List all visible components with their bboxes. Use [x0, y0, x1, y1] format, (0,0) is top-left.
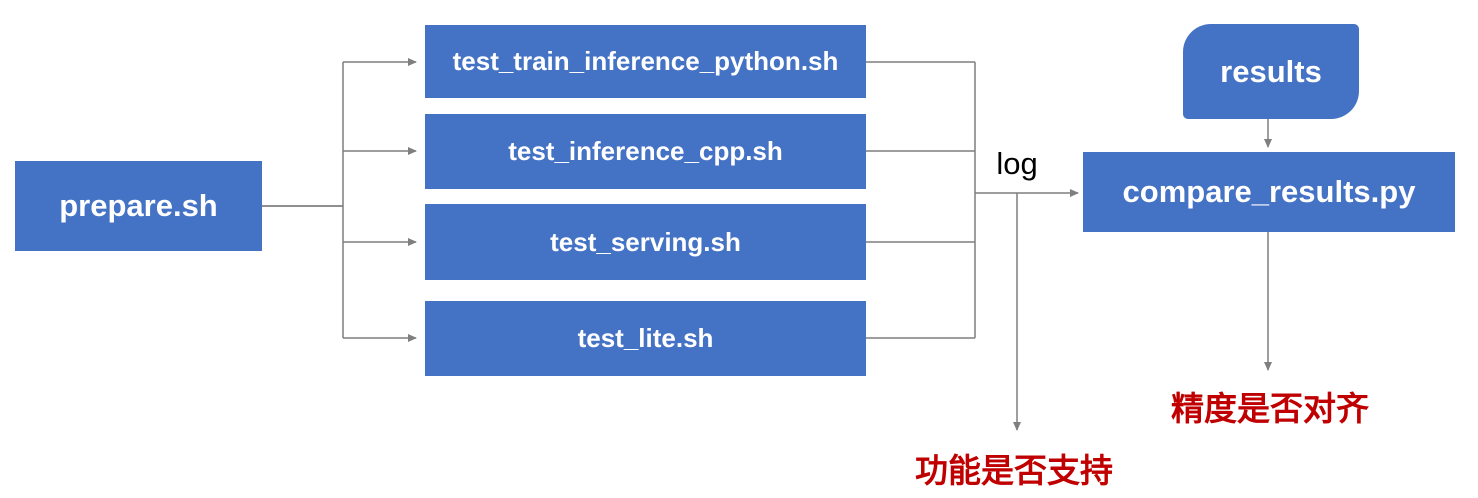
node-test-lite-sh: test_lite.sh	[425, 301, 866, 376]
node-test-serving-sh: test_serving.sh	[425, 204, 866, 280]
node-compare-results-py: compare_results.py	[1083, 152, 1455, 232]
node-results: results	[1183, 24, 1359, 119]
annotation-precision-align: 精度是否对齐	[1171, 390, 1369, 427]
node-prepare-sh: prepare.sh	[15, 161, 262, 251]
node-test-train-inference-python-sh: test_train_inference_python.sh	[425, 25, 866, 98]
node-test-inference-cpp-sh: test_inference_cpp.sh	[425, 114, 866, 189]
annotation-function-support: 功能是否支持	[915, 452, 1113, 489]
edge-label-log: log	[996, 146, 1038, 181]
